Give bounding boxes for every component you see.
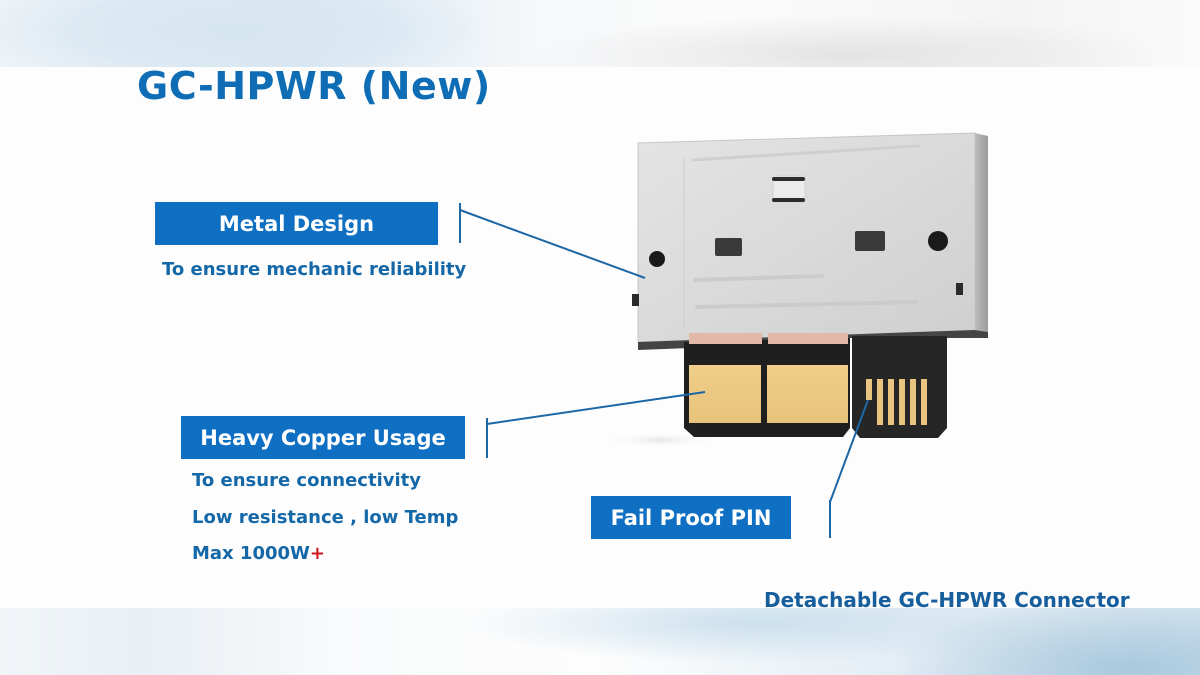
heavy-copper-label: Heavy Copper Usage [181,416,465,459]
slide-title: GC-HPWR (New) [137,64,491,108]
signal-pin-board [852,336,947,438]
bottom-background-band [0,608,1200,675]
hole-right [928,231,948,251]
max-power-text: Max 1000W [192,543,310,564]
heavy-copper-desc-1: To ensure connectivity [192,470,421,491]
floor-shadow [600,432,720,448]
signal-pin [921,379,927,425]
signal-pin [877,379,883,425]
signal-pin-short [866,379,872,400]
metal-design-desc: To ensure mechanic reliability [162,259,467,280]
metal-shell [632,132,988,350]
signal-pin [899,379,905,425]
metal-design-label: Metal Design [155,202,438,245]
copper-leader-line [486,391,706,425]
power-pad-board [684,333,850,437]
heavy-copper-desc-2: Low resistance , low Temp [192,507,459,528]
metal-leader-line [459,209,646,279]
slot-right [855,231,885,251]
pin-leader-line [829,399,869,503]
signal-pin [910,379,916,425]
top-background-band [0,0,1200,67]
hole-left [649,251,665,267]
heavy-copper-desc-3: Max 1000W+ [192,543,325,564]
fail-proof-pin-label: Fail Proof PIN [591,496,791,539]
slot-left [715,238,742,256]
slide-caption: Detachable GC-HPWR Connector [764,588,1130,612]
power-pad-1 [689,365,761,423]
power-pad-2 [767,365,848,423]
plus-mark: + [309,543,325,564]
signal-pin [888,379,894,425]
